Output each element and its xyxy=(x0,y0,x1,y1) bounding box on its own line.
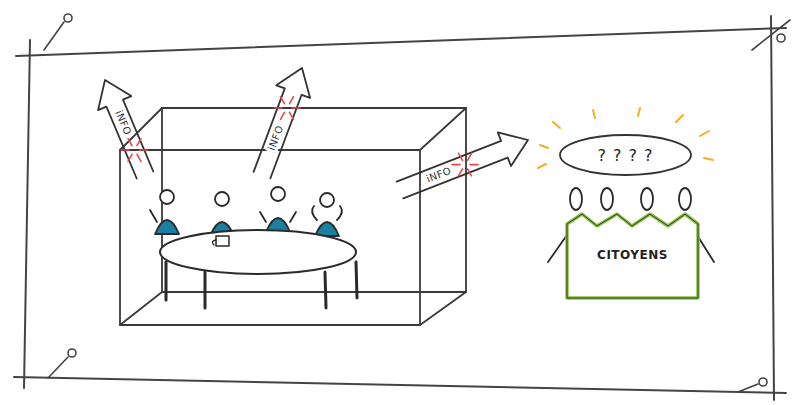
paper-frame xyxy=(14,16,786,400)
pin-needle xyxy=(752,20,790,50)
thought-bubble: ? ? ? ? xyxy=(558,133,693,177)
person-head xyxy=(320,193,334,207)
table-leg xyxy=(166,262,357,308)
frame-line xyxy=(24,40,30,388)
citizen-head xyxy=(570,188,582,210)
body-inner-line xyxy=(567,214,698,298)
person-head xyxy=(160,190,174,204)
ray xyxy=(638,108,640,116)
person-arm xyxy=(260,212,296,222)
person-head xyxy=(271,187,285,201)
pin-head xyxy=(777,34,785,42)
arrow-label: iNFO xyxy=(265,121,287,153)
ray xyxy=(676,115,683,122)
frame-line xyxy=(771,16,774,400)
person-body xyxy=(155,220,179,234)
citizens-group: CITOYENS xyxy=(560,212,705,302)
ray xyxy=(704,158,713,160)
room-edge xyxy=(120,108,466,325)
person-head xyxy=(215,192,229,206)
cup-handle xyxy=(212,240,216,245)
info-arrow xyxy=(98,68,528,198)
ray xyxy=(700,131,709,136)
pin-needle xyxy=(48,357,68,378)
person-arm xyxy=(312,206,342,220)
coffee-cup xyxy=(216,236,229,246)
frame-line xyxy=(16,28,786,56)
citizen-head xyxy=(679,188,691,210)
red-burst xyxy=(452,153,478,176)
arrow-outline xyxy=(397,132,528,198)
arrow-outline xyxy=(98,80,153,179)
pin xyxy=(44,14,790,392)
meeting-table xyxy=(160,230,357,308)
pin-needle xyxy=(738,384,758,392)
citizen-head xyxy=(601,188,613,210)
ray xyxy=(553,122,560,128)
meeting-people xyxy=(150,187,342,236)
bubble-ellipse xyxy=(560,135,691,175)
group-label: CITOYENS xyxy=(597,248,668,262)
pin-head xyxy=(68,349,76,357)
ray xyxy=(538,164,546,168)
pin-needle xyxy=(44,22,64,50)
glass-room xyxy=(120,108,466,325)
person-arm xyxy=(150,210,157,222)
red-burst xyxy=(122,139,148,162)
body-zigzag xyxy=(567,214,698,298)
citizen-head xyxy=(641,188,653,210)
question-marks: ? ? ? ? xyxy=(597,146,653,165)
pin-head xyxy=(759,378,767,386)
ray xyxy=(593,110,595,118)
pin-head xyxy=(64,14,72,22)
arrow-label: iNFO xyxy=(423,164,455,186)
ray xyxy=(540,145,548,148)
red-burst xyxy=(274,97,300,120)
arrow-outline xyxy=(254,68,311,178)
arrow-label: iNFO xyxy=(112,107,135,139)
leak-burst xyxy=(122,97,479,176)
frame-line xyxy=(14,377,786,393)
table-top xyxy=(160,230,356,274)
room-front xyxy=(120,150,420,325)
